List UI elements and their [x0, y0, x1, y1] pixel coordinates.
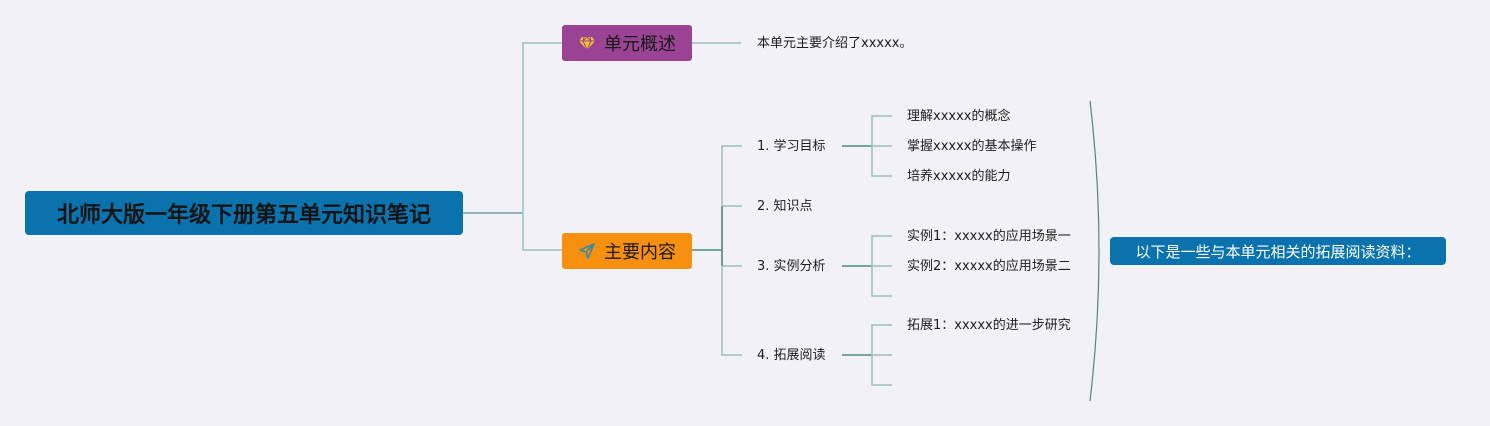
section-learning-goals[interactable]: 1. 学习目标 — [757, 139, 826, 154]
topic-overview[interactable]: 单元概述 — [562, 25, 692, 61]
topic-content-label: 主要内容 — [604, 242, 676, 263]
section-extended-reading[interactable]: 4. 拓展阅读 — [757, 348, 826, 363]
summary-bracket — [1089, 100, 1100, 402]
root-topic[interactable]: 北师大版一年级下册第五单元知识笔记 — [25, 191, 463, 235]
case-item-2[interactable]: 实例2：xxxxx的应用场景二 — [907, 259, 1071, 274]
overview-detail[interactable]: 本单元主要介绍了xxxxx。 — [757, 36, 913, 51]
reading-item-1[interactable]: 拓展1：xxxxx的进一步研究 — [907, 318, 1071, 333]
connector-sections — [721, 145, 742, 356]
section-case-analysis[interactable]: 3. 实例分析 — [757, 259, 826, 274]
summary-callout[interactable]: 以下是一些与本单元相关的拓展阅读资料： — [1110, 237, 1446, 265]
root-title: 北师大版一年级下册第五单元知识笔记 — [56, 203, 431, 228]
paper-plane-icon — [578, 242, 596, 260]
topic-overview-label: 单元概述 — [604, 34, 676, 55]
goal-item-3[interactable]: 培养xxxxx的能力 — [907, 169, 1011, 184]
topic-content[interactable]: 主要内容 — [562, 233, 692, 269]
section-knowledge-points[interactable]: 2. 知识点 — [757, 199, 813, 214]
summary-callout-text: 以下是一些与本单元相关的拓展阅读资料： — [1135, 242, 1421, 261]
connector-root-branch — [522, 42, 563, 251]
goal-item-1[interactable]: 理解xxxxx的概念 — [907, 109, 1011, 124]
goal-item-2[interactable]: 掌握xxxxx的基本操作 — [907, 139, 1037, 154]
diamond-icon — [578, 34, 596, 52]
case-item-1[interactable]: 实例1：xxxxx的应用场景一 — [907, 229, 1071, 244]
